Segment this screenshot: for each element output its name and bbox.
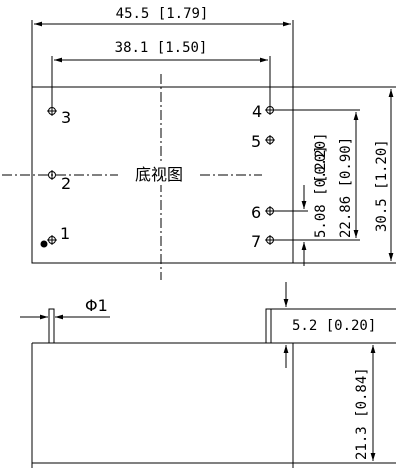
pin-3: 3 bbox=[47, 106, 71, 127]
right-pin bbox=[265, 308, 272, 344]
pin-5-label: 5 bbox=[251, 132, 261, 151]
overall-height-dimension: 30.5 [1.20] bbox=[374, 139, 390, 232]
pin-1-label: 1 bbox=[60, 224, 70, 243]
pin-2: 2 bbox=[48, 170, 71, 193]
pin-7: 7 bbox=[251, 232, 275, 251]
pin-length-dimension: 5.2 [0.20] bbox=[292, 318, 376, 334]
pin-1-marker-dot bbox=[40, 240, 48, 248]
pin-4-label: 4 bbox=[252, 102, 262, 121]
pin-7-label: 7 bbox=[251, 232, 261, 251]
pin-3-label: 3 bbox=[61, 108, 71, 127]
pin-6: 6 bbox=[251, 203, 275, 222]
view-label-background bbox=[121, 163, 197, 185]
view-label: 底视图 bbox=[135, 165, 183, 184]
pin-1: 1 bbox=[40, 224, 70, 248]
overall-width-dimension: 45.5 [1.79] bbox=[116, 6, 209, 22]
pin-span-dimension: 38.1 [1.50] bbox=[115, 40, 208, 56]
pin-pitch-22-dimension: 22.86 [0.90] bbox=[338, 137, 354, 238]
edge-offset-dimension: [0.20] bbox=[313, 132, 329, 183]
pin-4: 4 bbox=[252, 102, 275, 121]
bottom-view: 45.5 [1.79] 38.1 [1.50] 底视图 3 2 bbox=[2, 6, 396, 280]
pin-diameter-dimension: Φ1 bbox=[85, 296, 108, 315]
pin-5: 5 bbox=[251, 132, 275, 151]
body-height-dimension: 21.3 [0.84] bbox=[354, 367, 370, 460]
left-pin bbox=[48, 308, 55, 344]
side-view: Φ1 5.2 [0.20] 21.3 [0.84] bbox=[20, 282, 396, 468]
pin-6-label: 6 bbox=[251, 203, 261, 222]
pin-2-label: 2 bbox=[61, 174, 71, 193]
pin-pitch-5-dimension: 5.08 [0.20] bbox=[313, 145, 329, 238]
